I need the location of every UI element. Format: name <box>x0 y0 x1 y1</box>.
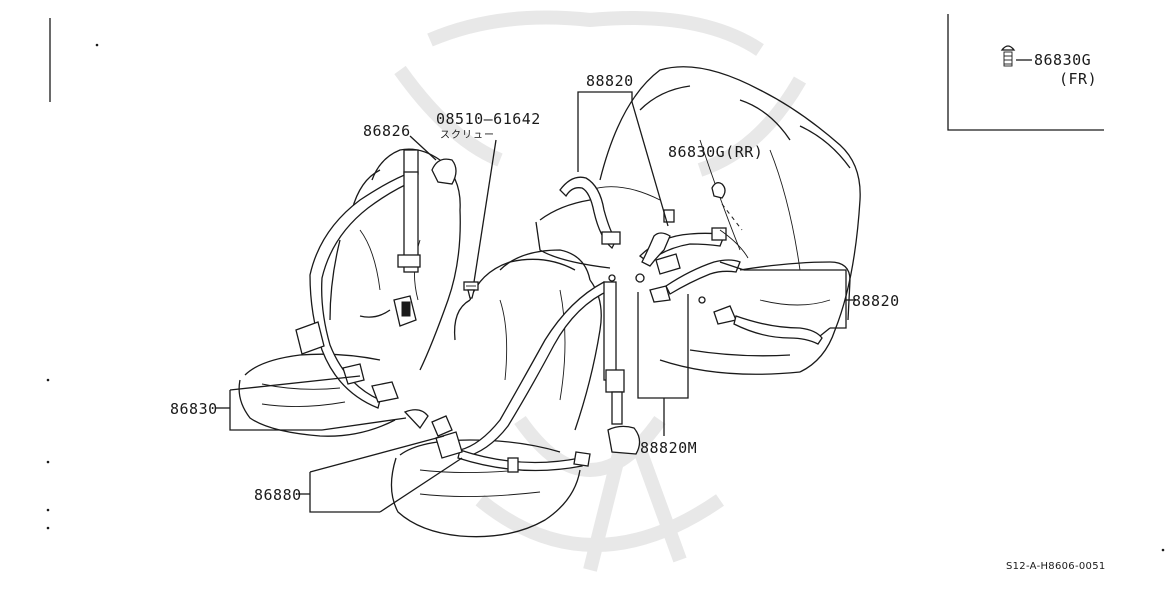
label-86830g-fr: 86830G <box>1034 51 1092 69</box>
label-08510-61642: 08510–61642 <box>436 110 541 128</box>
label-88820-right: 88820 <box>852 292 900 310</box>
label-88820-top: 88820 <box>586 72 634 90</box>
label-86830: 86830 <box>170 400 218 418</box>
label-fr-note: (FR) <box>1059 70 1098 88</box>
rear-seat <box>535 66 861 375</box>
scan-dots <box>46 43 1165 552</box>
label-86830g-rr: 86830G(RR) <box>668 143 764 161</box>
cover-cap <box>431 158 457 185</box>
watermark-emblem <box>394 10 807 572</box>
front-left-seat <box>238 148 461 437</box>
clip-rr-icon <box>711 182 743 231</box>
front-left-belt <box>295 149 453 437</box>
leader-lines <box>216 91 856 513</box>
rear-belts <box>559 176 823 345</box>
footer-code: S12-A-H8606-0051 <box>1006 561 1106 572</box>
front-right-seat <box>390 249 602 538</box>
inset-frame <box>947 14 1104 131</box>
label-88820m: 88820M <box>640 439 698 457</box>
screw-icon <box>463 281 479 299</box>
label-86826: 86826 <box>363 122 411 140</box>
clip-fr-icon <box>1000 45 1032 67</box>
label-86880: 86880 <box>254 486 302 504</box>
label-screw-note: スクリュー <box>440 130 495 141</box>
